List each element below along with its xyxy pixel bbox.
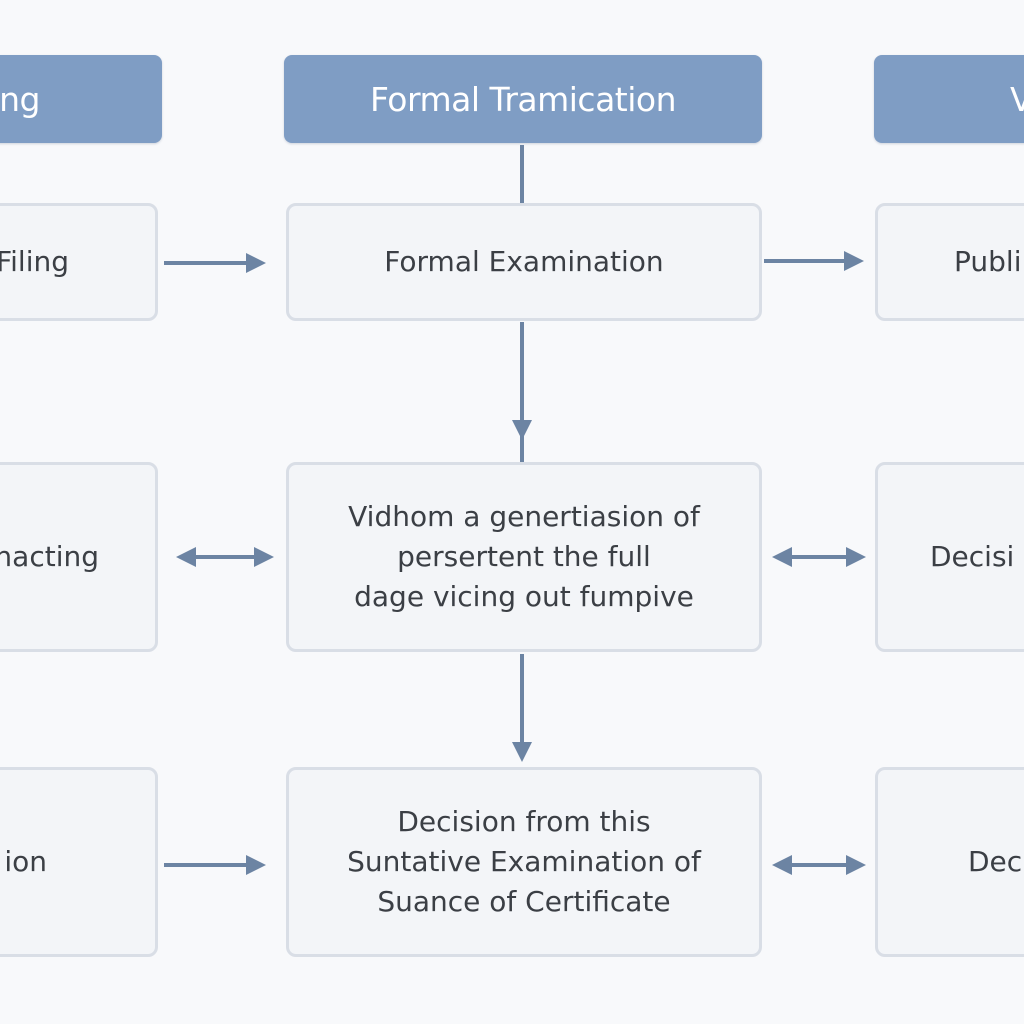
box-row2-center: Vidhom a genertiasion of persertent the … [286, 462, 762, 652]
box-formal-examination-label: Formal Examination [384, 245, 664, 278]
box-row2-left: nacting [0, 462, 158, 652]
box-row3-center: Decision from this Suntative Examination… [286, 767, 762, 957]
box-row2-center-line3: dage vicing out fumpive [354, 580, 694, 613]
box-formal-examination: Formal Examination [286, 203, 762, 321]
box-row3-center-line2: Suntative Examination of [347, 845, 701, 878]
header-right: V [874, 55, 1024, 143]
header-left-label: ng [0, 79, 40, 119]
box-row3-right: Dec [875, 767, 1024, 957]
box-publication-label: Publi [954, 245, 1022, 278]
header-center-label: Formal Tramication [370, 79, 677, 119]
box-filing: Filing [0, 203, 158, 321]
box-row2-left-label: nacting [0, 540, 99, 573]
box-filing-label: Filing [0, 245, 69, 278]
box-row2-right-label: Decisi [930, 540, 1015, 573]
box-row2-right: Decisi [875, 462, 1024, 652]
box-publication: Publi [875, 203, 1024, 321]
box-row3-left-label: ion [4, 845, 47, 878]
box-row2-center-line2: persertent the full [397, 540, 651, 573]
box-row3-center-line1: Decision from this [397, 805, 651, 838]
box-row3-left: ion [0, 767, 158, 957]
box-row3-right-label: Dec [968, 845, 1023, 878]
header-formal-tramication: Formal Tramication [284, 55, 762, 143]
box-row2-center-line1: Vidhom a genertiasion of [348, 500, 700, 533]
box-row3-center-line3: Suance of Certificate [377, 885, 671, 918]
header-left: ng [0, 55, 162, 143]
header-right-label: V [1010, 79, 1024, 119]
